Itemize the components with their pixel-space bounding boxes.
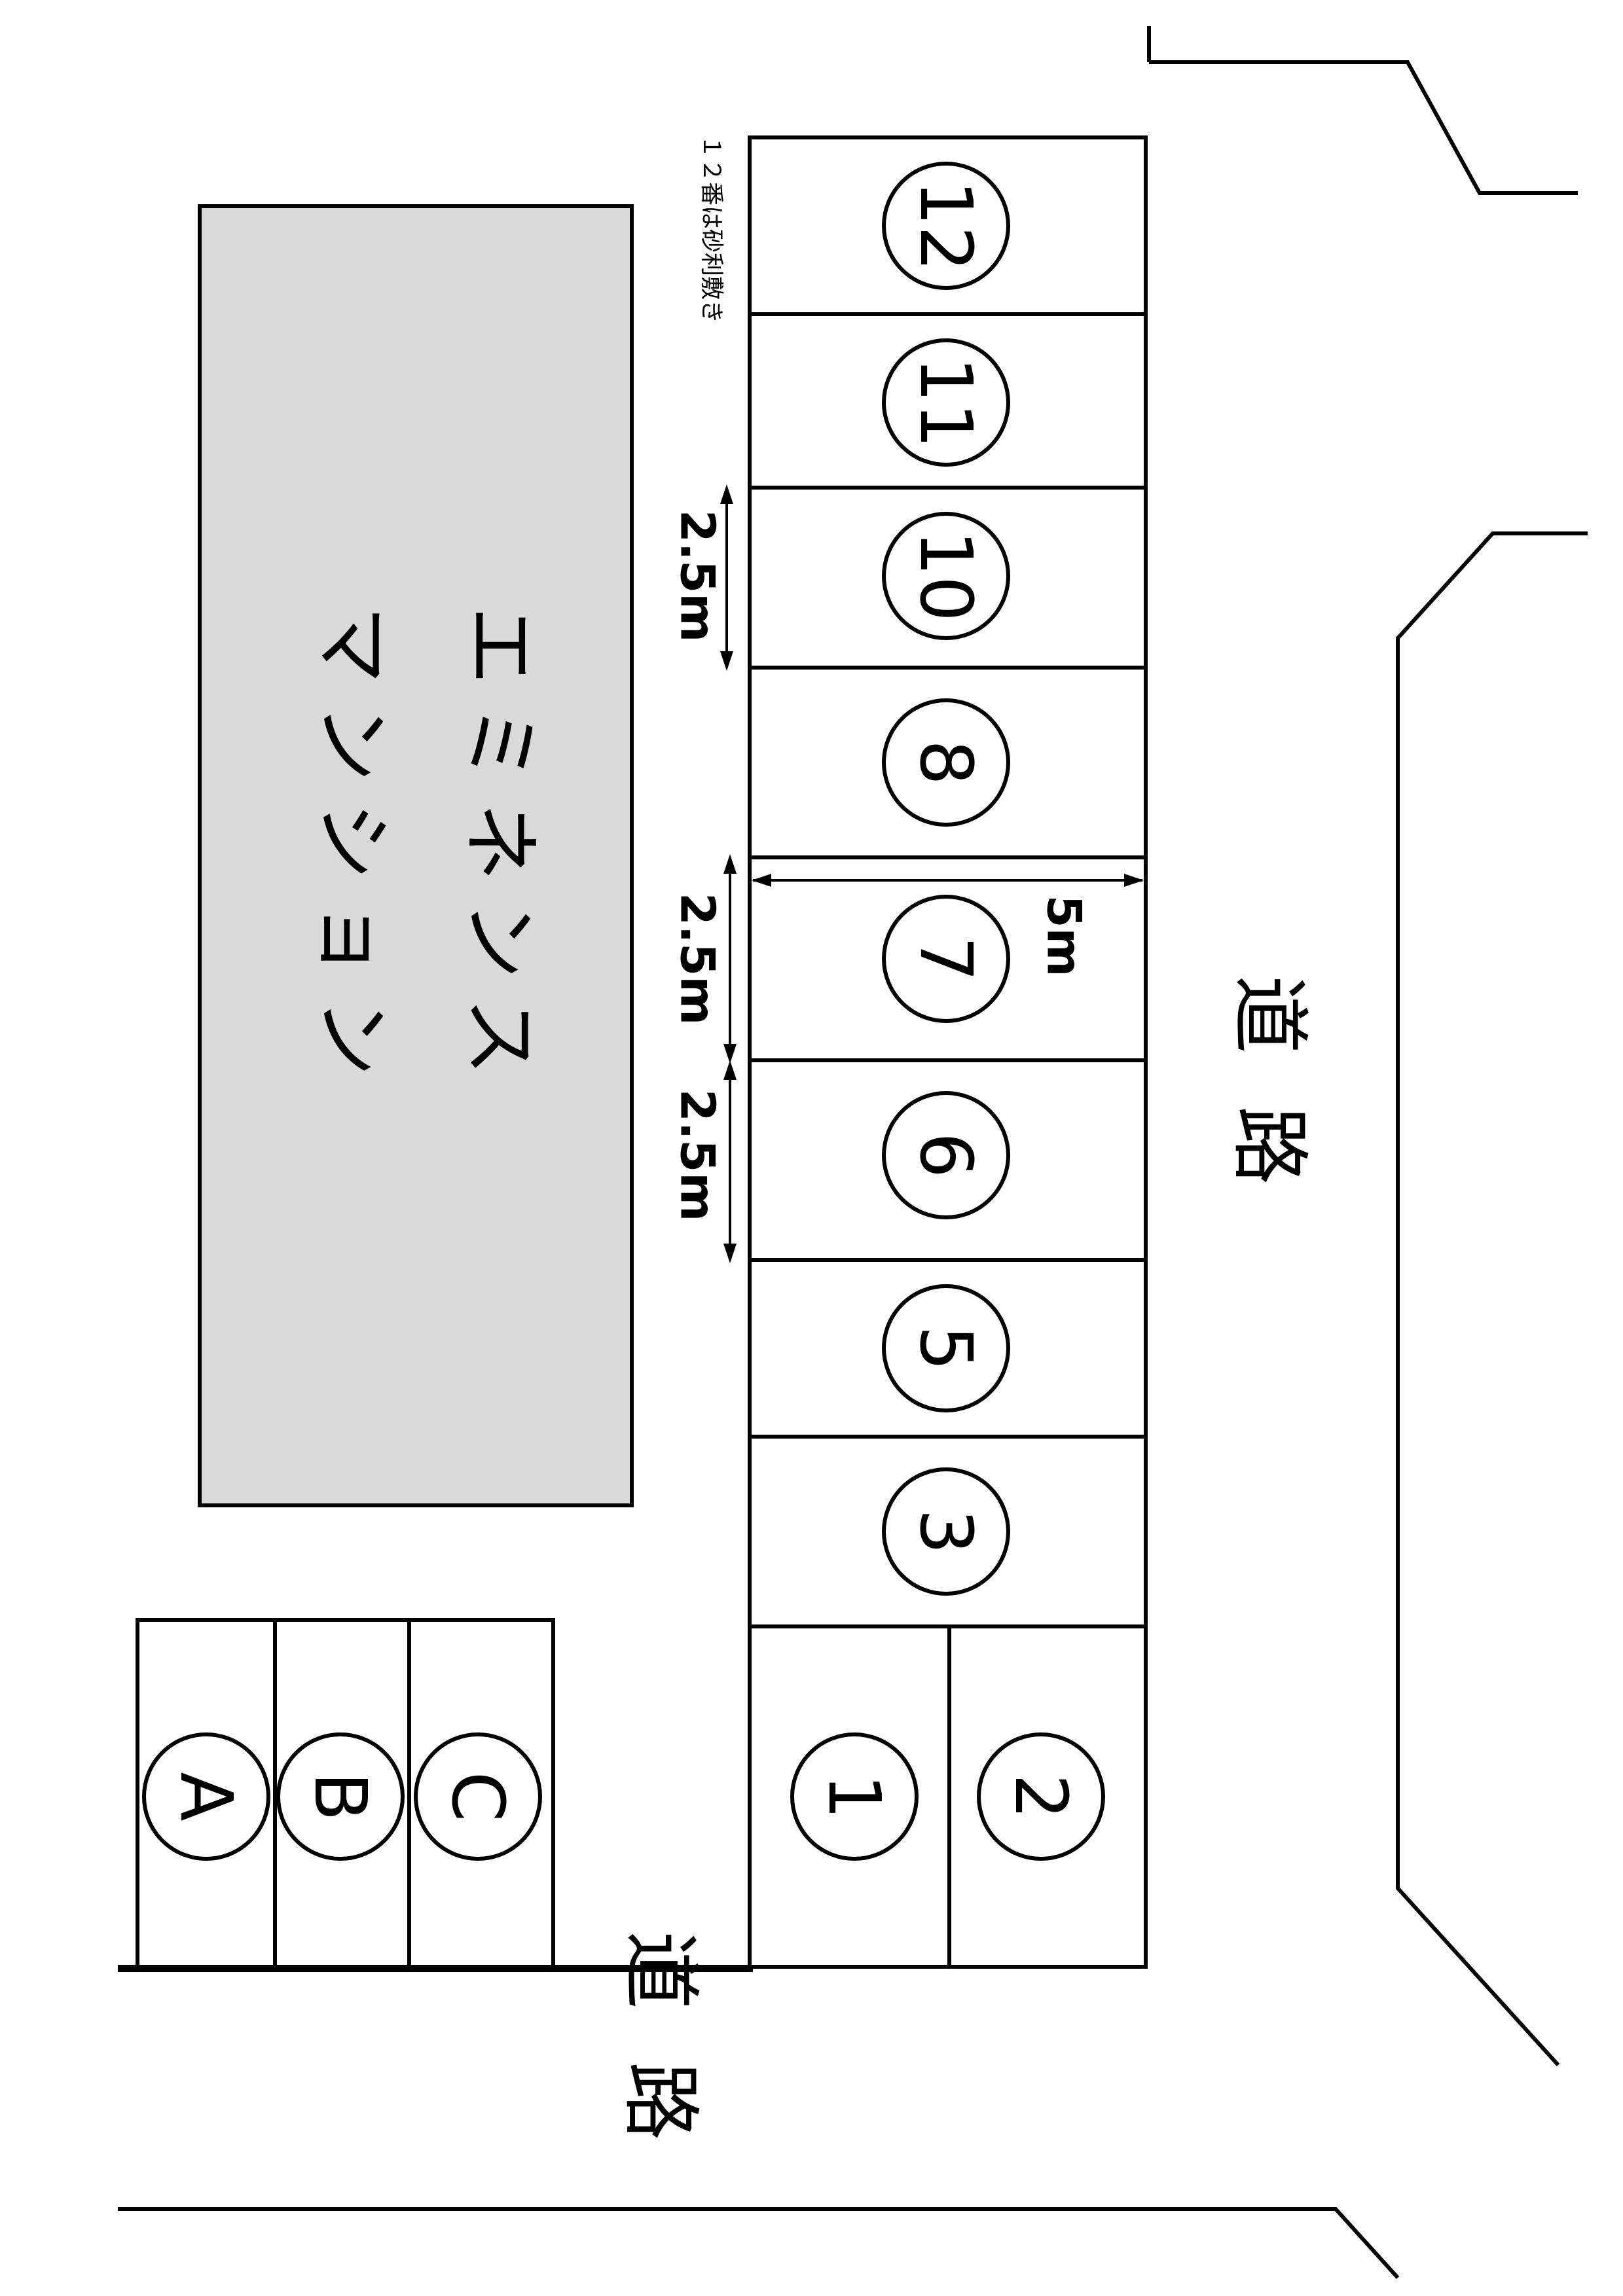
space-11-marker-label: 11 [904, 357, 988, 448]
road-label-left: 道路 [614, 1931, 705, 2193]
guest-space-c-marker-label: C [436, 1772, 520, 1822]
parking-lot [748, 135, 1148, 1969]
road-right-inner-edge [1396, 531, 1588, 2067]
space-5-marker-circle [882, 1284, 1010, 1412]
space-5-marker-label: 5 [904, 1325, 988, 1371]
guest-space-b-marker: B [276, 1732, 405, 1861]
guest-space-a-marker-circle [142, 1732, 270, 1861]
space-12-marker: 12 [882, 162, 1010, 290]
note-space-12: １２番は砂利敷き [698, 135, 725, 323]
space-1-marker-label: 1 [812, 1774, 896, 1820]
space-7-marker-circle [882, 895, 1010, 1023]
space-2-marker-label: 2 [999, 1774, 1083, 1820]
space-3-marker-label: 3 [904, 1509, 988, 1554]
space-12-marker-label: 12 [904, 180, 988, 272]
space-1-marker-circle [790, 1732, 919, 1861]
guest-space-a-marker-label: A [164, 1772, 248, 1821]
space-10-marker: 10 [882, 512, 1010, 640]
building-name-2: エミネンス [454, 606, 545, 1096]
guest-space-c-marker: C [414, 1732, 542, 1861]
guest-space-b-marker-label: B [299, 1772, 382, 1821]
road-top-edge [1149, 60, 1578, 195]
space-7-marker: 7 [882, 895, 1010, 1023]
space-1-marker: 1 [790, 1732, 919, 1861]
dim-space-7: 2.5m [670, 893, 725, 1026]
space-6-marker-label: 6 [904, 1132, 988, 1178]
space-5-marker: 5 [882, 1284, 1010, 1412]
space-2-marker: 2 [977, 1732, 1105, 1861]
space-10-marker-label: 10 [904, 530, 988, 622]
space-12-marker-circle [882, 162, 1010, 290]
space-8-marker-label: 8 [904, 740, 988, 785]
space-10-marker-circle [882, 512, 1010, 640]
space-8-marker: 8 [882, 698, 1010, 827]
guest-space-b-marker-circle [276, 1732, 405, 1861]
guest-parking [118, 1618, 753, 1969]
guest-space-a-marker: A [142, 1732, 270, 1861]
road-boundaries [118, 26, 1588, 2280]
space-6-marker-circle [882, 1091, 1010, 1219]
building-rect [198, 204, 634, 1507]
road-bottom-edge [118, 2207, 1400, 2280]
building: マンション エミネンス [198, 204, 634, 1507]
space-11-marker: 11 [882, 338, 1010, 467]
space-3-marker: 3 [882, 1467, 1010, 1596]
space-3-marker-circle [882, 1467, 1010, 1596]
space-6-marker: 6 [882, 1091, 1010, 1219]
building-name: マンション [306, 605, 397, 1096]
guest-space-c-marker-circle [414, 1732, 542, 1861]
dim-depth: 5m [1036, 895, 1091, 977]
space-2-marker-circle [977, 1732, 1105, 1861]
space-11-marker-circle [882, 338, 1010, 467]
space-8-marker-circle [882, 698, 1010, 827]
dim-space-10: 2.5m [670, 510, 725, 643]
road-label-right: 道路 [1223, 975, 1314, 1237]
dimension-markers: 2.5m 2.5m 2.5m 5m [670, 484, 1144, 1263]
dim-space-6: 2.5m [670, 1089, 725, 1222]
space-7-marker-label: 7 [904, 936, 988, 982]
